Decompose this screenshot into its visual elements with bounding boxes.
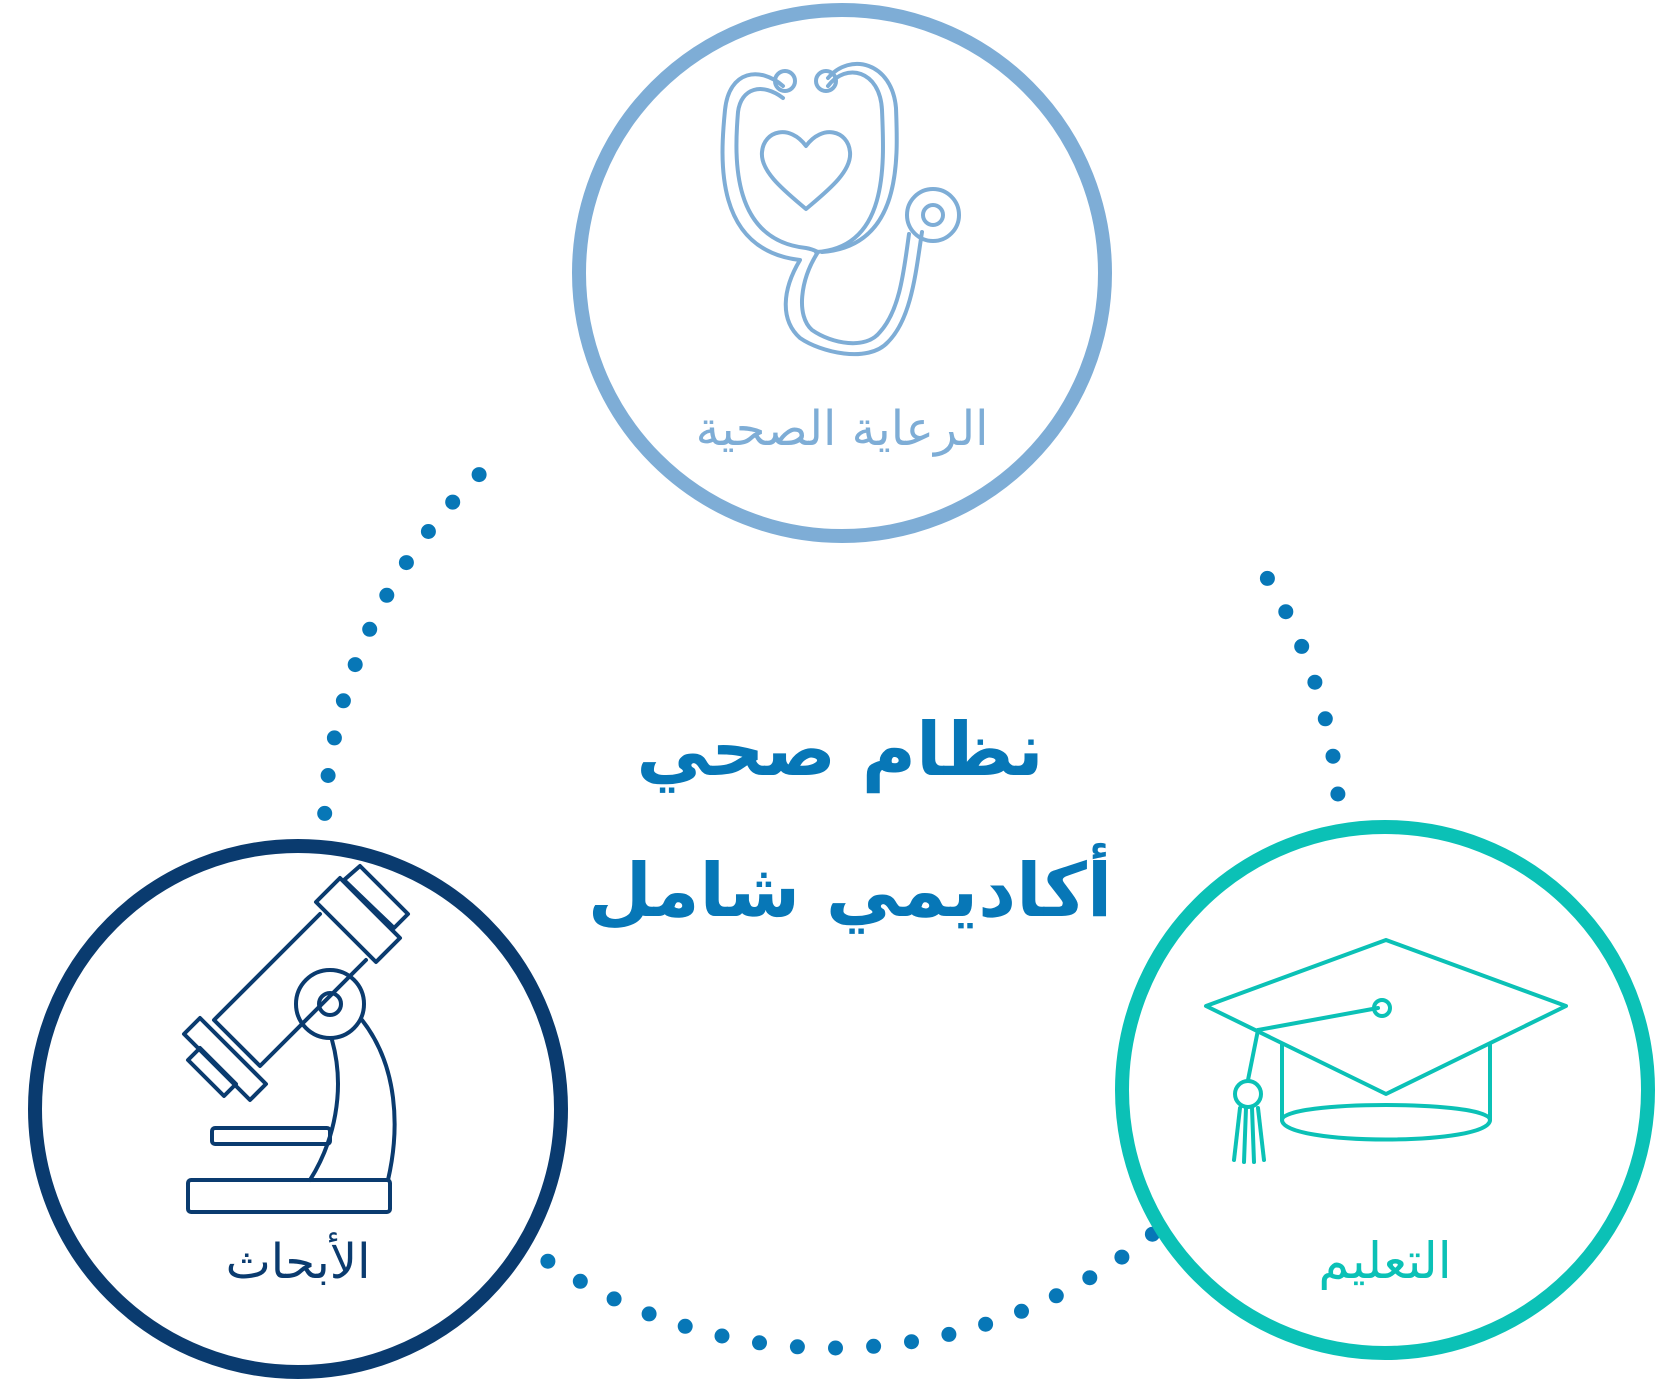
connector-dot <box>789 1339 805 1355</box>
connector-dot <box>1082 1270 1098 1286</box>
connector-dot <box>1114 1249 1130 1265</box>
connector-dot <box>335 693 351 709</box>
connector-dot <box>752 1335 767 1351</box>
node-label-healthcare: الرعاية الصحية <box>696 401 989 457</box>
connector-dot <box>714 1328 730 1344</box>
connector-dot <box>1048 1288 1064 1304</box>
connector-dot <box>1294 638 1310 654</box>
center-title-line2: أكاديمي شامل <box>588 842 1113 934</box>
node-label-research: الأبحاث <box>226 1231 371 1290</box>
connector-dot <box>398 555 414 571</box>
connector-dot <box>379 587 395 603</box>
connector-dot <box>320 768 336 783</box>
connector-dot <box>866 1338 882 1354</box>
connector-dot <box>1014 1303 1029 1319</box>
connector-dot <box>347 657 363 673</box>
graduation-cap-icon <box>1204 938 1568 1164</box>
connector-dot <box>904 1334 919 1350</box>
microscope-icon <box>182 864 410 1214</box>
connector-dot <box>471 467 487 483</box>
connector-dot <box>606 1291 622 1307</box>
connector-dot <box>1330 786 1346 802</box>
connector-dot <box>1259 570 1275 586</box>
connector-dot <box>677 1318 693 1334</box>
connector-dot <box>1307 674 1323 690</box>
connector-dot <box>1278 604 1294 620</box>
connector-dot <box>641 1306 657 1322</box>
center-title-line1: نظام صحي <box>636 707 1043 793</box>
connector-dot <box>828 1340 843 1356</box>
connector-dot <box>420 524 436 539</box>
dotted-connector-ring <box>317 467 1346 1356</box>
connector-dot <box>572 1273 588 1289</box>
connector-dot <box>326 730 342 746</box>
connector-dot <box>362 621 378 637</box>
node-healthcare: الرعاية الصحية <box>572 3 1112 543</box>
connector-dot <box>540 1253 556 1269</box>
connector-dot <box>1325 748 1341 764</box>
connector-dot <box>941 1326 957 1342</box>
connector-dot <box>445 494 461 510</box>
node-research: الأبحاث <box>28 839 568 1379</box>
stethoscope-icon <box>720 62 961 357</box>
connector-dot <box>317 805 333 821</box>
node-label-education: التعليم <box>1318 1232 1451 1290</box>
connector-dot <box>1317 711 1333 727</box>
node-education: التعليم <box>1115 820 1655 1360</box>
connector-dot <box>978 1316 994 1332</box>
